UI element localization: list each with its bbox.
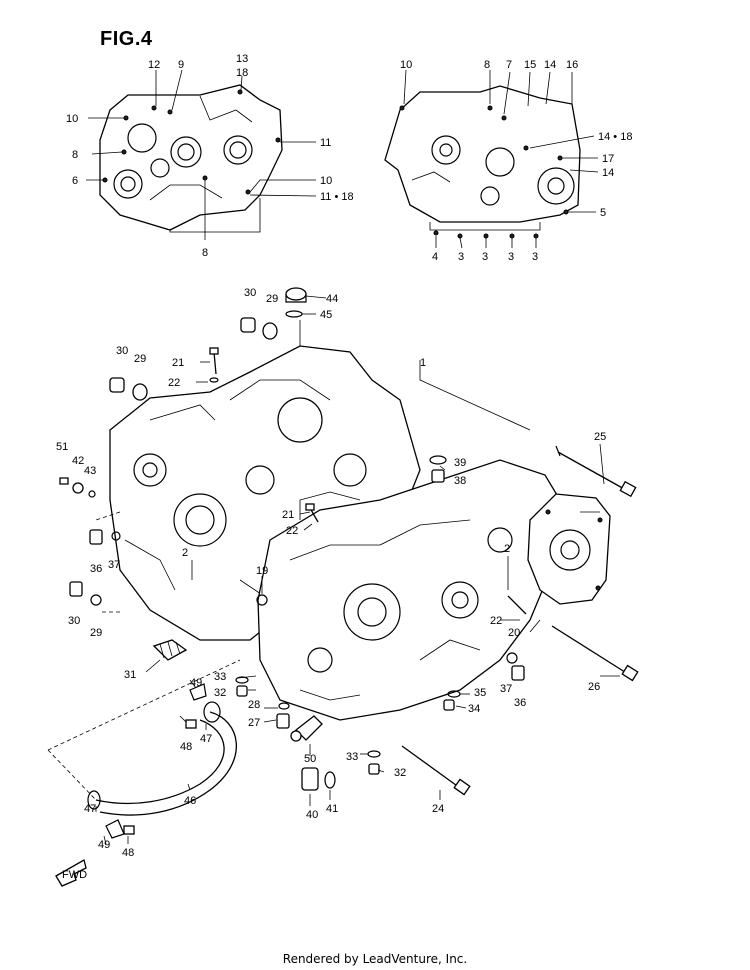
callout-label: 49 [98,839,110,851]
footer-credit: Rendered by LeadVenture, Inc. [282,952,468,966]
callout-label: 25 [594,431,606,443]
callout-label: 43 [84,465,96,477]
callout-label: 32 [214,687,226,699]
callout-label: 42 [72,455,84,467]
callout-label: 4 [432,251,438,263]
callout-label: 50 [304,753,316,765]
callout-label: 37 [500,683,512,695]
callout-label: 8 [72,149,78,161]
callout-label: 1 [420,357,426,369]
crankcase-left-view [86,69,317,240]
callout-label: 39 [454,457,466,469]
callout-label: 7 [506,59,512,71]
callout-label: 28 [248,699,260,711]
callout-label: 8 [484,59,490,71]
callout-label: 14 [544,59,556,71]
callout-label: 29 [266,293,278,305]
crankcase-right-view [384,69,599,249]
callout-label: 46 [184,795,196,807]
callout-label: 22 [168,377,180,389]
callout-label: 30 [244,287,256,299]
callout-label: 26 [588,681,600,693]
callout-label: 49 [190,677,202,689]
callout-label: 48 [122,847,134,859]
callout-label: 30 [116,345,128,357]
callout-label: 24 [432,803,444,815]
callout-label: 40 [306,809,318,821]
callout-label: 19 [256,565,268,577]
callout-label: 29 [90,627,102,639]
callout-label: 9 [178,59,184,71]
callout-label: 14 [602,167,614,179]
callout-label: 2 [182,547,188,559]
callout-label: 16 [566,59,578,71]
callout-label: 36 [514,697,526,709]
fwd-arrow-icon: FWD [55,859,87,887]
callout-label: 8 [202,247,208,259]
callout-label: 5 [600,207,606,219]
callout-label: 30 [68,615,80,627]
callout-label: 3 [508,251,514,263]
fwd-label: FWD [62,869,87,881]
callout-label: 51 [56,441,68,453]
callout-label: 14 • 18 [598,131,632,143]
callout-label: 6 [72,175,78,187]
callout-label: 33 [214,671,226,683]
callout-label: 29 [134,353,146,365]
figure-title: FIG.4 [100,28,153,50]
callout-label: 11 • 18 [320,191,354,203]
callout-label: 10 [400,59,412,71]
callout-label: 12 [148,59,160,71]
callout-label: 22 [286,525,298,537]
callout-label: 11 [320,137,331,149]
callout-label: 33 [346,751,358,763]
callout-label: 21 [282,509,294,521]
callout-label: 10 [320,175,332,187]
callout-label: 27 [248,717,260,729]
callout-label: 34 [468,703,480,715]
callout-label: 32 [394,767,406,779]
callout-labels: 12 9 13 18 10 11 8 10 6 11 • 18 8 10 8 7… [56,53,632,859]
callout-label: 36 [90,563,102,575]
callout-label: 48 [180,741,192,753]
crankcase-assembly [47,287,639,845]
callout-label: 2 [504,543,510,555]
callout-label: 37 [108,559,120,571]
callout-label: 22 [490,615,502,627]
callout-label: 15 [524,59,536,71]
callout-label: 31 [124,669,136,681]
callout-label: 35 [474,687,486,699]
callout-label: 20 [508,627,520,639]
callout-label: 18 [236,67,248,79]
callout-label: 41 [326,803,338,815]
callout-label: 10 [66,113,78,125]
callout-label: 3 [532,251,538,263]
callout-label: 13 [236,53,248,65]
callout-label: 44 [326,293,338,305]
callout-label: 47 [84,803,96,815]
callout-label: 21 [172,357,184,369]
callout-label: 38 [454,475,466,487]
callout-label: 47 [200,733,212,745]
callout-label: 45 [320,309,332,321]
callout-label: 17 [602,153,614,165]
callout-label: 3 [458,251,464,263]
callout-label: 3 [482,251,488,263]
